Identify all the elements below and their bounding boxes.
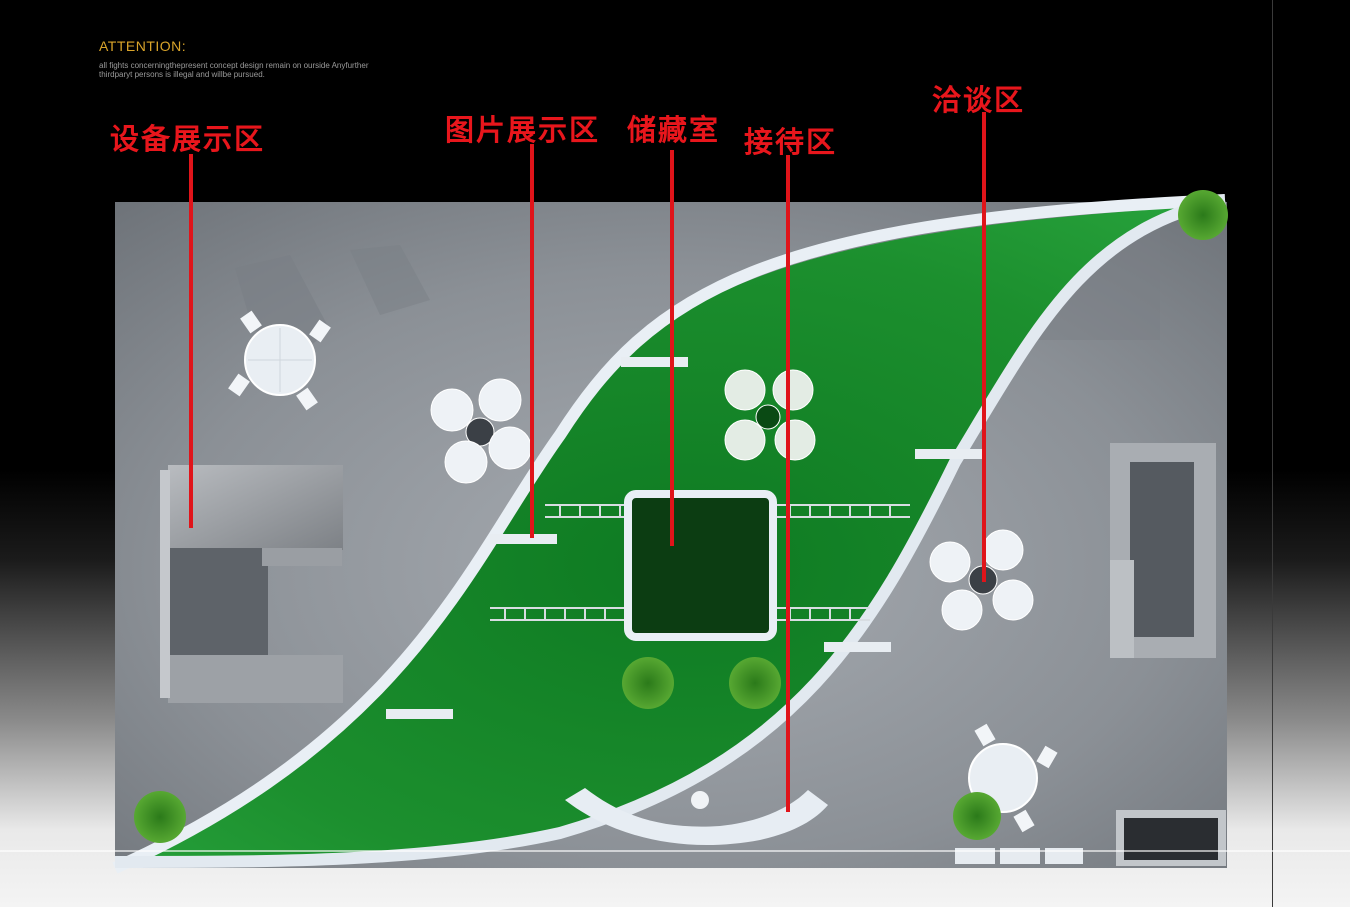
leader-line-photo — [530, 144, 534, 538]
low-benches — [955, 848, 1083, 864]
lounge-chairs-center — [724, 369, 816, 461]
attention-title: ATTENTION: — [99, 38, 187, 54]
plant — [134, 791, 186, 843]
leader-line-storage — [670, 150, 674, 546]
floor-shadow — [350, 245, 430, 315]
round-table-top-left — [228, 310, 331, 411]
label-negotiation-zone: 洽谈区 — [932, 83, 1026, 117]
label-photo-display-zone: 图片展示区 — [445, 113, 601, 147]
equipment-display-shelf — [160, 465, 343, 703]
plant — [1178, 190, 1228, 240]
track-ties — [504, 505, 891, 620]
attention-notice-line-1: all fights concerningthepresent concept … — [99, 61, 369, 70]
lounge-chairs-left — [430, 378, 532, 484]
cabinet-screen — [1124, 818, 1218, 860]
label-reception-zone: 接待区 — [744, 125, 838, 159]
plant — [622, 657, 674, 709]
label-equipment-display-zone: 设备展示区 — [110, 122, 266, 156]
storage-room — [624, 490, 777, 641]
leader-line-equipment — [189, 154, 193, 528]
reception-desk — [565, 788, 828, 846]
curved-wall-upper — [112, 194, 1226, 874]
curved-wall-lower — [114, 194, 1227, 868]
frame-divider — [1272, 0, 1273, 907]
plant — [729, 657, 781, 709]
label-storage-room: 储藏室 — [627, 113, 721, 147]
leader-line-reception — [786, 155, 790, 812]
leader-line-negotiation — [982, 112, 986, 582]
plant — [953, 792, 1001, 840]
attention-notice-line-2: thirdparyt persons is illegal and willbe… — [99, 70, 265, 79]
wall-ledges — [386, 357, 982, 719]
reception-chair — [691, 791, 709, 809]
counter-desk — [1110, 443, 1216, 658]
